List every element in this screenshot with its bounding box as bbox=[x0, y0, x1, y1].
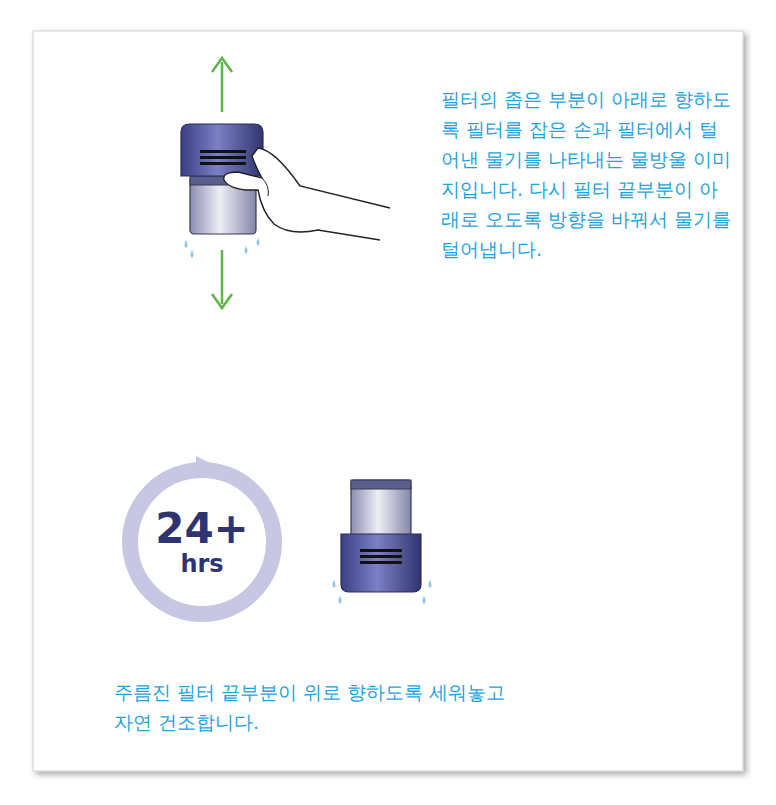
instruction-text: 필터의 좁은 부분이 아래로 향하도록 필터를 잡은 손과 필터에서 털어낸 물… bbox=[441, 84, 733, 264]
duration-unit: hrs bbox=[180, 551, 223, 577]
frame bbox=[33, 31, 743, 771]
filter-drying bbox=[333, 480, 432, 604]
time-circle bbox=[130, 456, 274, 614]
duration-number: 24+ bbox=[155, 507, 249, 551]
time-node: 24+hrs bbox=[155, 507, 249, 577]
filter-held bbox=[181, 58, 390, 308]
instruction-text: 주름진 필터 끝부분이 위로 향하도록 세워놓고 자연 건조합니다. bbox=[114, 677, 514, 737]
